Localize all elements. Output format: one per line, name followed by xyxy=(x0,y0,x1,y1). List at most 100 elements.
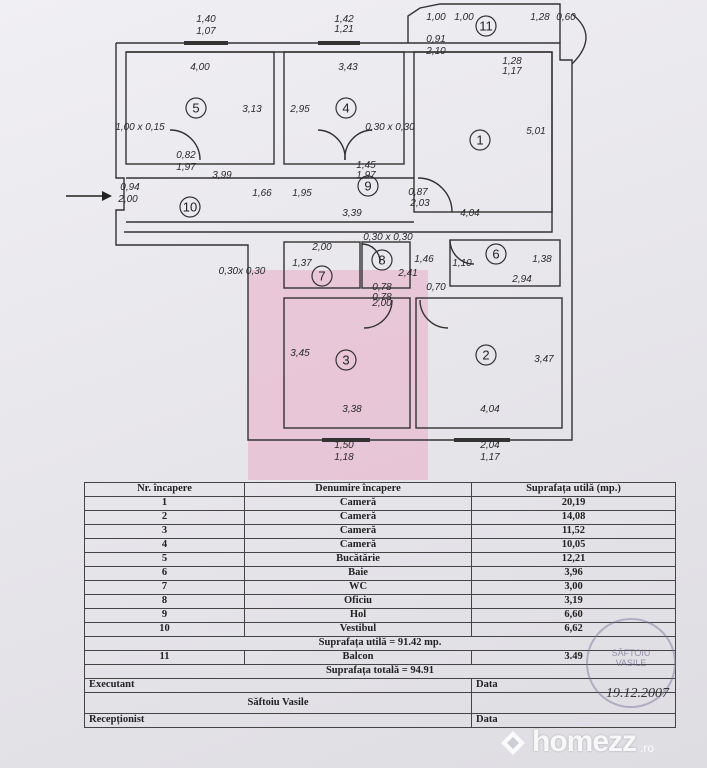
room-number: 5 xyxy=(84,552,245,567)
room-area: 12,21 xyxy=(471,552,676,567)
wall-room-1 xyxy=(413,51,553,213)
wall-room-2 xyxy=(415,297,563,429)
room-number-label: 11 xyxy=(479,19,493,34)
wall-room-3 xyxy=(283,297,411,429)
door-arc xyxy=(417,177,453,213)
dimension-label: 1,00 xyxy=(454,12,474,23)
dimension-label: 4,04 xyxy=(460,208,480,219)
dimension-label: 1,45 xyxy=(356,160,376,171)
dimension-label: 1,95 xyxy=(292,188,312,199)
executant-row: Executant Data xyxy=(84,678,676,693)
executant-label: Executant xyxy=(84,678,472,693)
dimension-label: 2,10 xyxy=(425,46,446,57)
dimension-label: 0,30x 0,30 xyxy=(219,266,266,277)
dimension-label: 1,00 x 0,15 xyxy=(115,122,165,133)
header-room-area: Suprafața utilă (mp.) xyxy=(471,482,676,497)
balcony-number: 11 xyxy=(84,650,245,665)
room-circle xyxy=(357,175,379,197)
header-room-name: Denumire încapere xyxy=(244,482,472,497)
room-number-label: 3 xyxy=(342,353,349,368)
stamp-text: SĂFTOIU VASILE xyxy=(611,648,651,668)
room-circle xyxy=(475,15,497,37)
room-area: 11,52 xyxy=(471,524,676,539)
dimension-label: 0,91 xyxy=(426,34,445,45)
dimension-label: 4,04 xyxy=(480,404,500,415)
room-circle xyxy=(335,97,357,119)
dimension-label: 0,78 xyxy=(372,292,392,303)
room-number-label: 9 xyxy=(364,179,371,194)
dimension-label: 2,04 xyxy=(479,440,500,451)
dimension-label: 0,78 xyxy=(372,282,392,293)
room-circle xyxy=(185,97,207,119)
room-circle xyxy=(179,196,201,218)
room-name: Cameră xyxy=(244,510,472,525)
room-number: 8 xyxy=(84,594,245,609)
entry-arrow-head xyxy=(102,191,112,201)
dimension-label: 3,99 xyxy=(212,170,232,181)
wall-room-8 xyxy=(361,241,411,289)
room-name: Oficiu xyxy=(244,594,472,609)
room-name: Vestibul xyxy=(244,622,472,637)
room-number-label: 8 xyxy=(378,253,385,268)
room-number-label: 2 xyxy=(482,348,489,363)
receptionist-date-label: Data xyxy=(471,713,676,728)
dimension-label: 2,00 xyxy=(371,298,392,309)
room-area: 20,19 xyxy=(471,496,676,511)
dimension-label: 1,42 xyxy=(334,14,354,25)
receptionist-label: Recepționist xyxy=(84,713,472,728)
room-number: 6 xyxy=(84,566,245,581)
room-name: Bucătărie xyxy=(244,552,472,567)
room-number-label: 4 xyxy=(342,101,349,116)
room-number: 2 xyxy=(84,510,245,525)
outer-wall xyxy=(115,42,573,441)
dimension-label: 3,45 xyxy=(290,348,310,359)
dimension-label: 1,97 xyxy=(176,162,196,173)
wall-room-7 xyxy=(283,241,361,289)
room-circle xyxy=(475,344,497,366)
dimension-label: 0,82 xyxy=(176,150,196,161)
dimension-label: 0,94 xyxy=(120,182,140,193)
dimension-label: 0,30 x 0,30 xyxy=(365,122,415,133)
dimension-label: 1,28 xyxy=(530,12,550,23)
useful-total-row: Suprafața utilă = 91.42 mp. xyxy=(84,636,676,651)
dimension-label: 1,37 xyxy=(292,258,312,269)
dimension-label: 0,30 x 0,30 xyxy=(363,232,413,243)
dimension-label: 0,70 xyxy=(426,282,446,293)
room-name: Hol xyxy=(244,608,472,623)
wall-balcony xyxy=(407,3,561,43)
dimension-label: 3,13 xyxy=(242,104,262,115)
room-number: 9 xyxy=(84,608,245,623)
receptionist-row: Recepționist Data xyxy=(84,713,676,728)
dimension-label: 4,00 xyxy=(190,62,210,73)
door-arc xyxy=(363,299,393,329)
room-number: 3 xyxy=(84,524,245,539)
wall-room-6 xyxy=(449,239,561,287)
dimension-label: 1,46 xyxy=(414,254,434,265)
room-number-label: 5 xyxy=(192,101,199,116)
door-arc xyxy=(449,239,475,265)
dimension-label: 1,10 xyxy=(452,258,472,269)
rooms-table: Nr. încapere Denumire încapere Suprafața… xyxy=(84,482,676,728)
dimension-label: 1,66 xyxy=(252,188,272,199)
dimension-label: 2,94 xyxy=(511,274,532,285)
door-arc xyxy=(317,129,346,161)
dimension-label: 1,00 xyxy=(426,12,446,23)
dimension-label: 1,28 xyxy=(502,56,522,67)
dimension-label: 1,18 xyxy=(334,452,354,463)
wall-room-5 xyxy=(125,51,275,165)
dimension-label: 5,01 xyxy=(526,126,545,137)
watermark-logo-icon xyxy=(501,731,525,755)
watermark-brand: homezz xyxy=(532,725,637,758)
dimension-label: 1,17 xyxy=(480,452,500,463)
room-name: Cameră xyxy=(244,538,472,553)
table-header-row: Nr. încapere Denumire încapere Suprafața… xyxy=(84,482,676,497)
balcony-name: Balcon xyxy=(244,650,472,665)
door-arc xyxy=(169,129,201,161)
